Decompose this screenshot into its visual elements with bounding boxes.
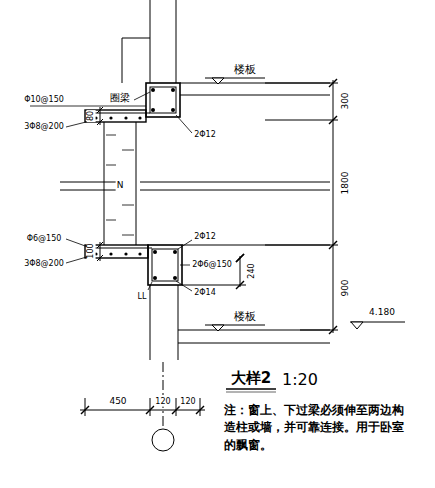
detail-title: 大样2	[230, 370, 272, 387]
rebar-callout: 3Φ8@200	[23, 260, 65, 269]
rebar-callout: 2Φ14	[193, 289, 217, 298]
rebar-callout: 2Φ6@150	[191, 261, 233, 270]
level-mark: 4.180	[368, 308, 396, 318]
scale-label: 1:20	[281, 371, 319, 389]
dimension: 900	[341, 278, 351, 297]
dimension: 240	[248, 262, 257, 279]
dimension: 120	[154, 398, 171, 407]
rebar-callout: Φ6@150	[26, 235, 63, 244]
rebar-callout: Φ10@150	[23, 96, 65, 105]
floor-label: 楼板	[233, 64, 257, 76]
ring-beam-label: 圈梁	[109, 92, 131, 103]
dimension: 300	[341, 91, 351, 110]
rebar-callout: 2Φ12	[193, 233, 217, 242]
dimension: 450	[108, 397, 127, 407]
dimension: 80	[87, 110, 96, 122]
floor-label: 楼板	[233, 311, 257, 323]
symbol-label: N	[116, 181, 125, 191]
dimension: 120	[179, 398, 196, 407]
rebar-callout: 3Φ8@200	[23, 123, 65, 132]
dimension: 1800	[341, 171, 351, 196]
beam-label: LL	[137, 293, 148, 302]
rebar-callout: 2Φ12	[193, 131, 217, 140]
note-text: 注：窗上、下过梁必须伸至两边构造柱或墙，并可靠连接。用于卧室的飘窗。	[223, 402, 413, 454]
dimension: 100	[87, 242, 96, 259]
